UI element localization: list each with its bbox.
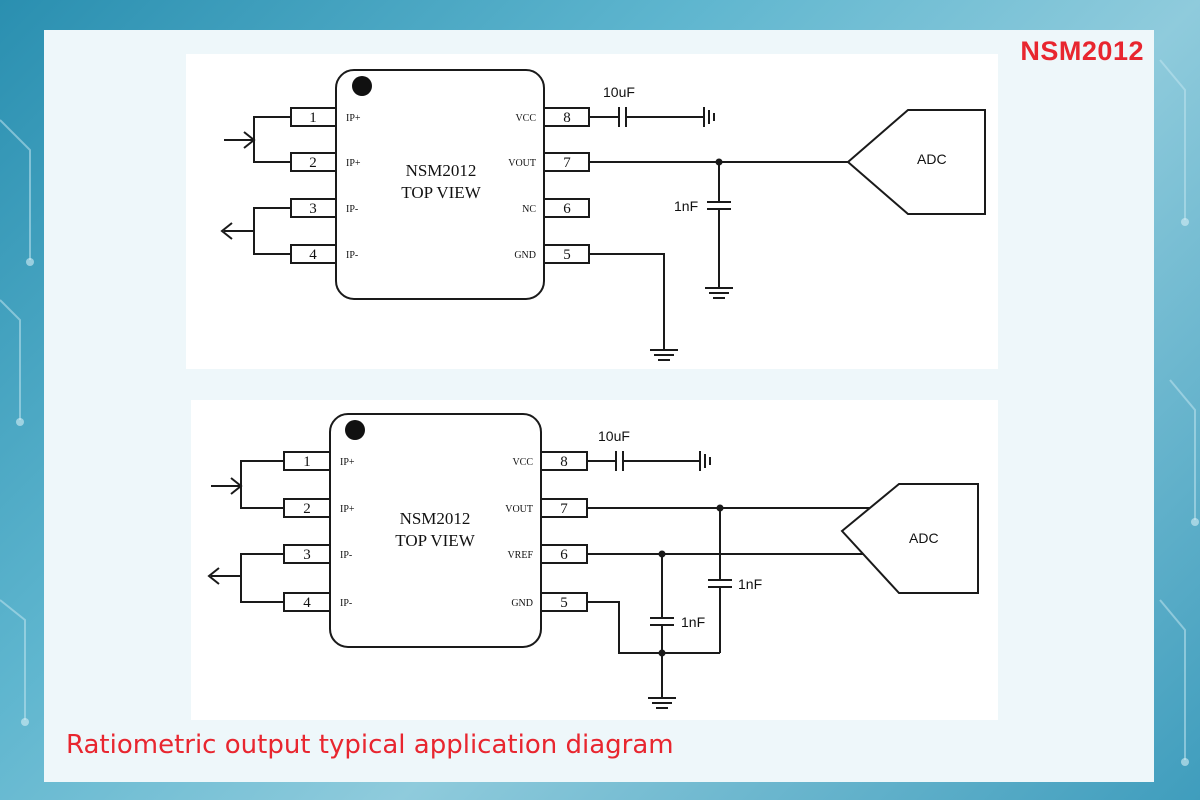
pin-label: GND — [511, 598, 533, 609]
cap-vcc-label: 10uF — [598, 428, 630, 444]
pin-number: 6 — [563, 201, 571, 217]
pin-label: VOUT — [508, 158, 536, 169]
pin1-marker — [345, 420, 365, 440]
pin-number: 1 — [303, 454, 311, 470]
cap-ref-label: 1nF — [681, 614, 705, 630]
brand-title: NSM2012 — [1020, 36, 1144, 66]
junction-dot — [658, 550, 666, 558]
junction-dot — [715, 158, 723, 166]
pin-number: 3 — [303, 547, 311, 563]
pin-label: VCC — [512, 457, 533, 468]
pin-label: VREF — [507, 550, 533, 561]
chip-name: NSM2012 — [406, 161, 477, 180]
adc-label: ADC — [909, 530, 939, 546]
pin-box-6 — [543, 198, 590, 218]
pin-label: IP+ — [340, 504, 355, 515]
pin-number: 2 — [309, 155, 317, 171]
pin-number: 1 — [309, 110, 317, 126]
pin-number: 3 — [309, 201, 317, 217]
caption: Ratiometric output typical application d… — [66, 730, 674, 760]
schematic-1-drawing: 1 2 3 4 8 7 6 5 IP+ IP+ IP- IP- VCC VOUT… — [220, 69, 986, 361]
pin-number: 2 — [303, 501, 311, 517]
pin-label: IP- — [340, 598, 352, 609]
cap-out-label: 1nF — [674, 198, 698, 214]
pin-label: IP- — [346, 204, 358, 215]
cap-out-label: 1nF — [738, 576, 762, 592]
ic-body — [335, 69, 545, 300]
junction-dot — [658, 649, 666, 657]
adc-label: ADC — [917, 151, 947, 167]
pin-label: NC — [522, 204, 536, 215]
chip-view: TOP VIEW — [401, 183, 481, 202]
pin-number: 7 — [563, 155, 571, 171]
pin-number: 8 — [563, 110, 571, 126]
pin-number: 8 — [560, 454, 568, 470]
ic-body — [329, 413, 542, 648]
schematic-2: 1 2 3 4 8 7 6 5 IP+ IP+ IP- IP- VCC VOUT… — [191, 400, 998, 720]
pin-number: 5 — [563, 247, 571, 263]
schematic-2-drawing: 1 2 3 4 8 7 6 5 IP+ IP+ IP- IP- VCC VOUT… — [207, 413, 979, 709]
pin-number: 4 — [309, 247, 317, 263]
pin-label: IP+ — [346, 113, 361, 124]
pin-label: IP+ — [340, 457, 355, 468]
pin1-marker — [352, 76, 372, 96]
pin-label: VCC — [515, 113, 536, 124]
junction-dot — [716, 504, 724, 512]
pin-label: GND — [514, 250, 536, 261]
pin-label: IP- — [340, 550, 352, 561]
chip-name: NSM2012 — [400, 509, 471, 528]
pin-number: 6 — [560, 547, 568, 563]
pin-label: IP- — [346, 250, 358, 261]
pin-number: 4 — [303, 595, 311, 611]
cap-vcc-label: 10uF — [603, 84, 635, 100]
content-panel: NSM2012 — [44, 30, 1154, 782]
chip-view: TOP VIEW — [395, 531, 475, 550]
pin-label: IP+ — [346, 158, 361, 169]
pin-number: 7 — [560, 501, 568, 517]
pin-number: 5 — [560, 595, 568, 611]
schematic-1: 1 2 3 4 8 7 6 5 IP+ IP+ IP- IP- VCC VOUT… — [186, 54, 998, 369]
pin-label: VOUT — [505, 504, 533, 515]
